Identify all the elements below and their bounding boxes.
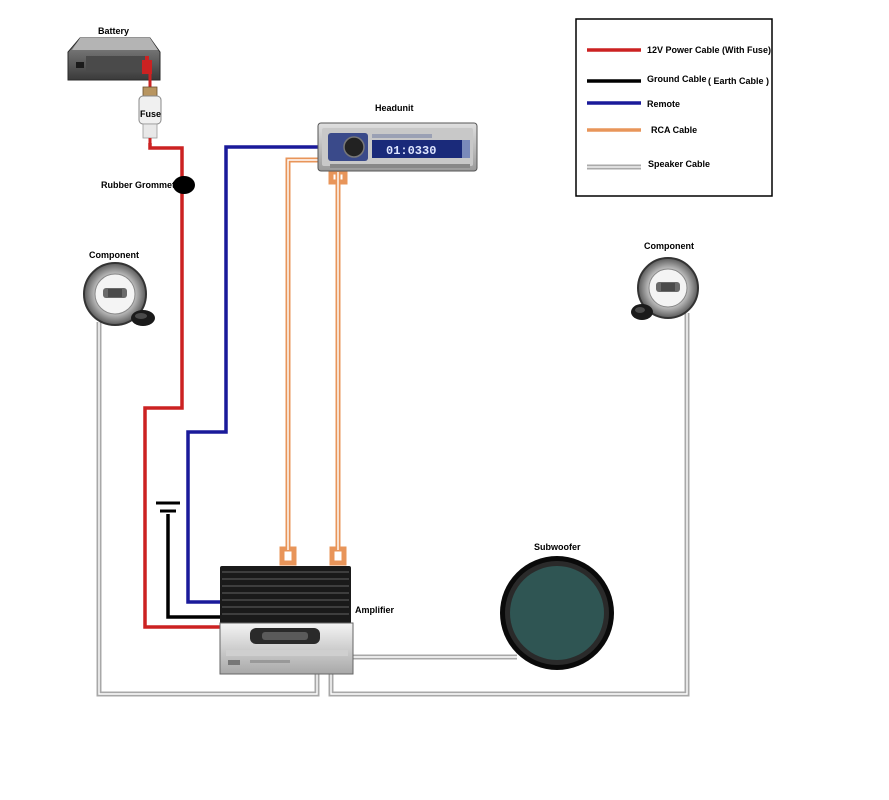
subwoofer-label: Subwoofer (534, 542, 581, 552)
subwoofer (500, 556, 614, 670)
battery (67, 37, 161, 88)
headunit-display: 01:0330 (386, 144, 436, 158)
fuse (138, 86, 162, 146)
component-right-label: Component (644, 241, 694, 251)
headunit: 01:0330 (317, 122, 478, 172)
legend-remote-label: Remote (647, 99, 680, 109)
component-speaker-left (83, 262, 155, 326)
fuse-label: Fuse (140, 109, 161, 119)
legend: 12V Power Cable (With Fuse) Ground Cable… (575, 18, 773, 197)
legend-ground-suffix: ( Earth Cable ) (708, 76, 769, 86)
amplifier-label: Amplifier (355, 605, 395, 615)
amplifier (219, 566, 354, 675)
component-left-label: Component (89, 250, 139, 260)
remote-cable (186, 145, 318, 604)
legend-rca-label: RCA Cable (651, 125, 697, 135)
component-speaker-right (631, 257, 699, 320)
legend-speaker-label: Speaker Cable (648, 159, 710, 169)
battery-label: Battery (98, 26, 129, 36)
ground-cable (156, 501, 222, 619)
rubber-grommet (173, 176, 195, 194)
legend-power-label: 12V Power Cable (With Fuse) (647, 45, 771, 55)
rca-cables (279, 157, 348, 566)
rca-cable-1 (285, 157, 325, 550)
power-cable (143, 143, 222, 629)
speaker-cables (96, 313, 690, 697)
headunit-label: Headunit (375, 103, 414, 113)
legend-ground-label: Ground Cable (647, 74, 707, 84)
rubber-grommet-label: Rubber Grommet (101, 180, 175, 190)
